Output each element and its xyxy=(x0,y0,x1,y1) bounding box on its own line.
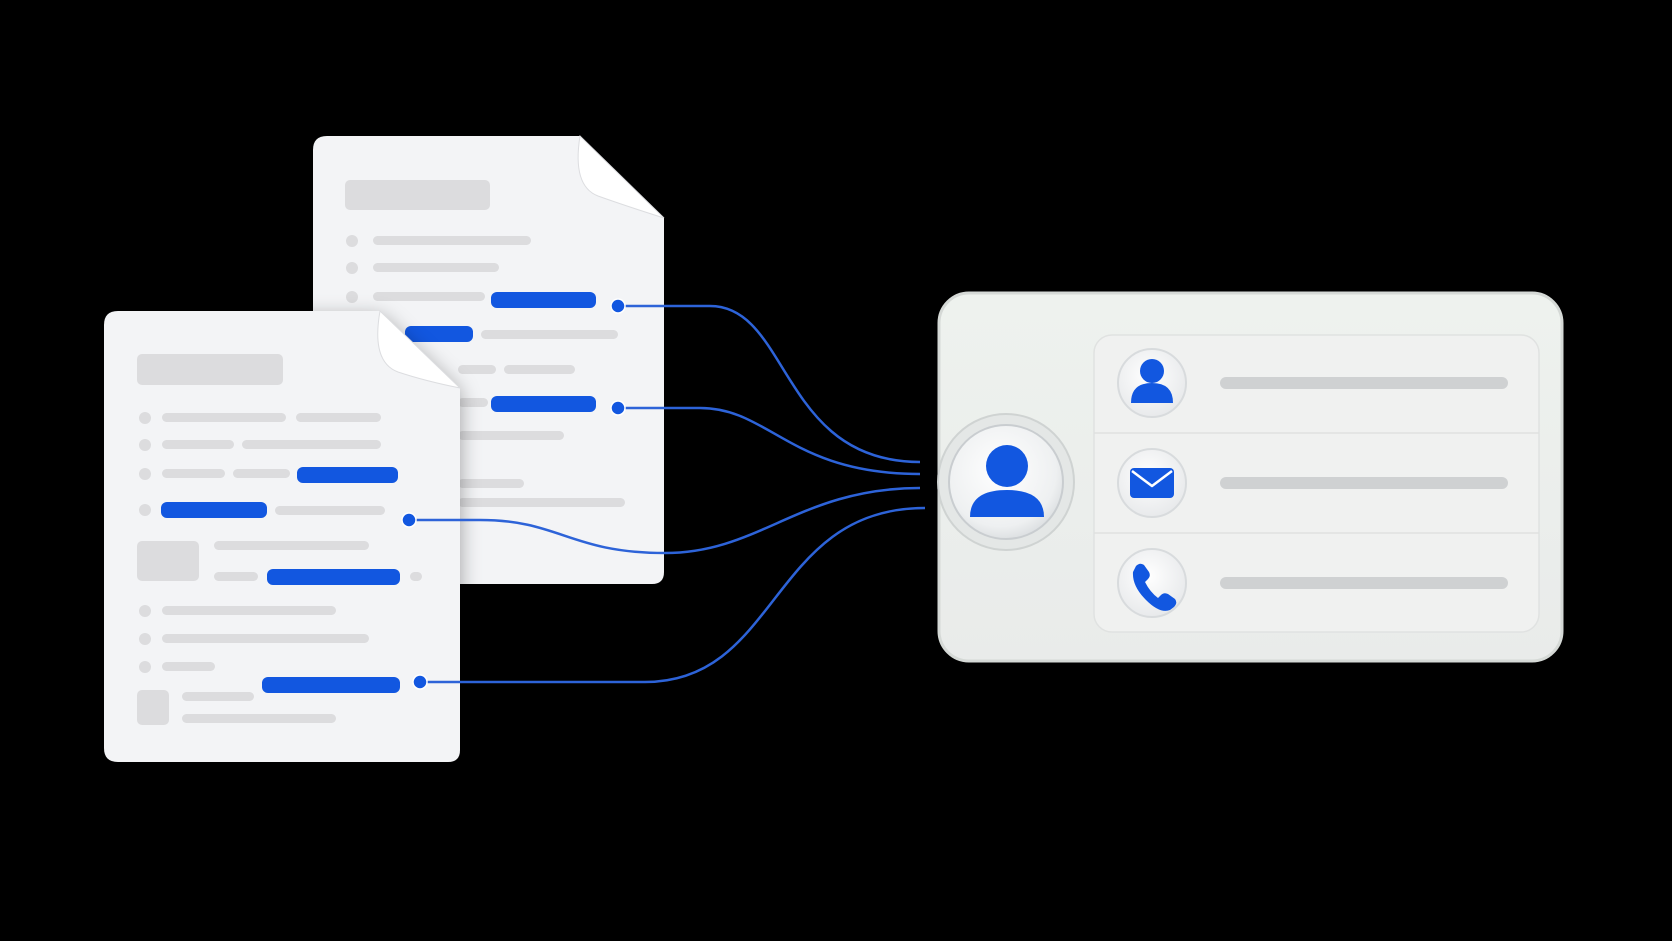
highlighted-field xyxy=(267,569,400,585)
name-value-placeholder xyxy=(1220,377,1508,389)
text-line xyxy=(373,236,531,245)
text-line xyxy=(296,413,381,422)
text-line xyxy=(458,479,524,488)
text-line xyxy=(242,440,381,449)
bullet-dot xyxy=(139,504,151,516)
connector-dot xyxy=(412,674,428,690)
bullet-dot xyxy=(139,661,151,673)
connector-line xyxy=(409,486,921,555)
image-placeholder xyxy=(137,541,199,581)
highlighted-field xyxy=(262,677,400,693)
envelope-icon xyxy=(1130,468,1174,498)
connector-dot xyxy=(401,512,417,528)
text-line xyxy=(214,541,369,550)
text-line xyxy=(214,572,258,581)
text-line xyxy=(373,263,499,272)
connector-dot xyxy=(610,298,626,314)
highlighted-field xyxy=(161,502,267,518)
phone-value-placeholder xyxy=(1220,577,1508,589)
bullet-dot xyxy=(139,633,151,645)
contact-card xyxy=(937,291,1564,663)
contact-avatar xyxy=(937,413,1075,551)
bullet-dot xyxy=(139,439,151,451)
text-line xyxy=(504,365,575,374)
bullet-dot xyxy=(346,235,358,247)
phone-icon xyxy=(1132,563,1177,611)
document-front-fold-icon xyxy=(377,309,462,389)
contact-row-name xyxy=(1117,348,1508,418)
highlighted-field xyxy=(491,292,596,308)
highlighted-field xyxy=(405,326,473,342)
text-line xyxy=(275,506,385,515)
connector-line xyxy=(618,406,921,476)
contact-row-phone xyxy=(1117,548,1508,618)
connector-line xyxy=(420,506,926,684)
text-line xyxy=(458,431,564,440)
text-line xyxy=(410,572,422,581)
text-line xyxy=(458,398,488,407)
connector-dot xyxy=(610,400,626,416)
icon-circle xyxy=(1117,548,1187,618)
bullet-dot xyxy=(139,605,151,617)
text-line xyxy=(162,634,369,643)
connector-endpoints xyxy=(401,298,626,690)
bullet-dot xyxy=(346,262,358,274)
text-line xyxy=(162,606,336,615)
email-value-placeholder xyxy=(1220,477,1508,489)
text-line xyxy=(458,498,625,507)
bullet-dot xyxy=(139,468,151,480)
text-line xyxy=(162,662,215,671)
document-front xyxy=(104,309,462,762)
connectors xyxy=(409,304,926,684)
text-line xyxy=(182,692,254,701)
text-line xyxy=(162,469,225,478)
document-back-title-bar xyxy=(345,180,490,210)
text-line xyxy=(182,714,336,723)
text-line xyxy=(373,292,485,301)
bullet-dot xyxy=(139,412,151,424)
text-line xyxy=(162,413,286,422)
text-line xyxy=(162,440,234,449)
bullet-dot xyxy=(346,291,358,303)
contact-row-email xyxy=(1117,448,1508,518)
highlighted-field xyxy=(491,396,596,412)
image-placeholder xyxy=(137,690,169,725)
text-line xyxy=(458,365,496,374)
person-icon xyxy=(970,445,1044,517)
person-icon xyxy=(1131,359,1173,403)
document-front-sheet xyxy=(104,311,460,762)
connector-line xyxy=(618,304,921,464)
text-line xyxy=(481,330,618,339)
text-line xyxy=(233,469,290,478)
document-back-fold-icon xyxy=(577,134,665,219)
highlighted-field xyxy=(297,467,398,483)
document-front-title-bar xyxy=(137,354,283,385)
